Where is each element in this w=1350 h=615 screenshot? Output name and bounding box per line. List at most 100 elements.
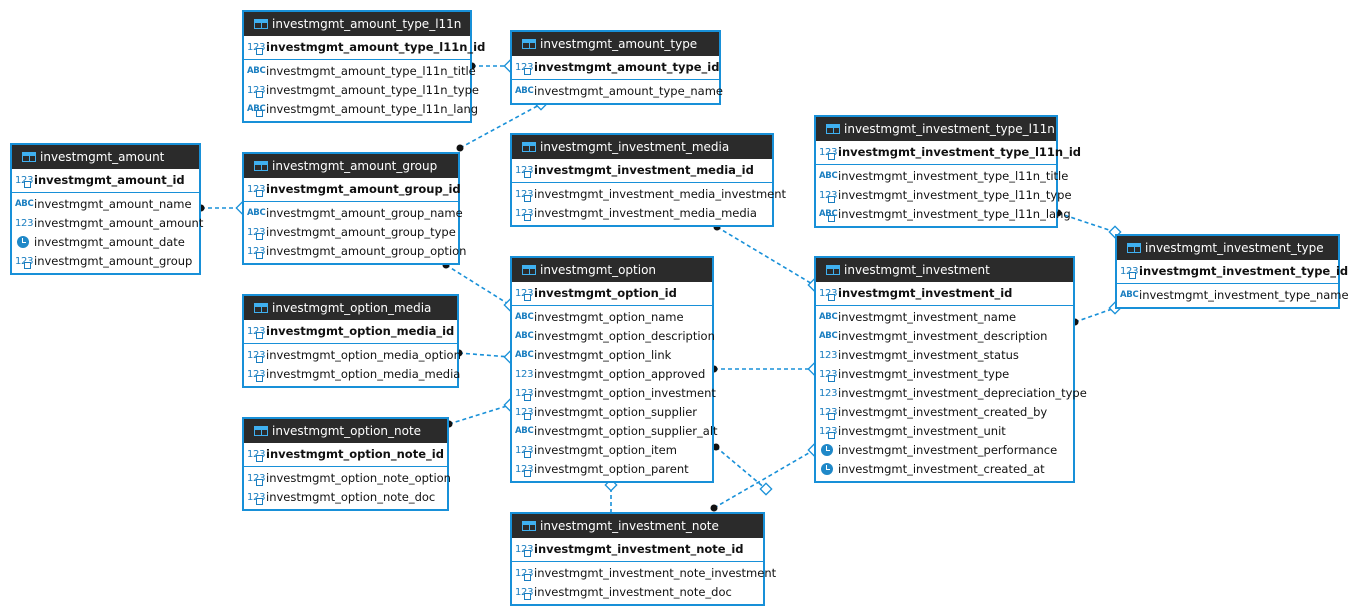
relationship-option-to-investment[interactable] (710, 362, 821, 376)
relationship-investment-to-investment_type[interactable] (1071, 301, 1122, 326)
column-name: investmgmt_option_description (534, 329, 715, 343)
column-name: investmgmt_option_parent (534, 462, 689, 476)
entity-header[interactable]: investmgmt_option_note (244, 419, 447, 443)
fk-endpoint-dot (710, 504, 718, 512)
column-name: investmgmt_amount_group (34, 254, 193, 268)
entity-header[interactable]: investmgmt_amount_type_l11n (244, 12, 470, 36)
entity-header[interactable]: investmgmt_option_media (244, 296, 457, 320)
table-icon (1127, 243, 1141, 253)
num-key-icon: 123 (247, 180, 265, 199)
entity-header[interactable]: investmgmt_amount_type (512, 32, 719, 56)
text-key-icon: ABC (247, 100, 266, 119)
entity-header[interactable]: investmgmt_amount (12, 145, 199, 169)
column-row[interactable]: investmgmt_amount_date (12, 233, 199, 252)
relationship-amount-to-amount_group[interactable] (197, 201, 249, 215)
entity-header[interactable]: investmgmt_investment_type_l11n (816, 117, 1056, 141)
relationship-option-to-investment_note[interactable] (712, 443, 773, 496)
column-row[interactable]: investmgmt_investment_performance (816, 441, 1073, 460)
num-key-icon: 123 (819, 186, 837, 205)
entity-header[interactable]: investmgmt_investment (816, 258, 1073, 282)
entity-header[interactable]: investmgmt_option (512, 258, 712, 282)
entity-header[interactable]: investmgmt_investment_note (512, 514, 763, 538)
column-name: investmgmt_option_approved (534, 367, 706, 381)
entity-header[interactable]: investmgmt_investment_type (1117, 236, 1338, 260)
entity-header[interactable]: investmgmt_amount_group (244, 154, 458, 178)
column-name: investmgmt_option_id (534, 286, 677, 300)
column-name: investmgmt_option_link (534, 348, 672, 362)
relationship-investment_note-to-investment[interactable] (710, 443, 821, 512)
column-name: investmgmt_amount_type_l11n_id (266, 40, 486, 54)
entity-header[interactable]: investmgmt_investment_media (512, 135, 772, 159)
relationship-option_note-to-option[interactable] (445, 398, 517, 428)
column-name: investmgmt_option_note_id (266, 447, 444, 461)
relationship-option_media-to-option[interactable] (455, 349, 517, 364)
column-name: investmgmt_option_investment (534, 386, 716, 400)
relationship-investment_media-to-investment[interactable] (713, 223, 821, 292)
column-row[interactable]: investmgmt_investment_created_at (816, 460, 1073, 479)
